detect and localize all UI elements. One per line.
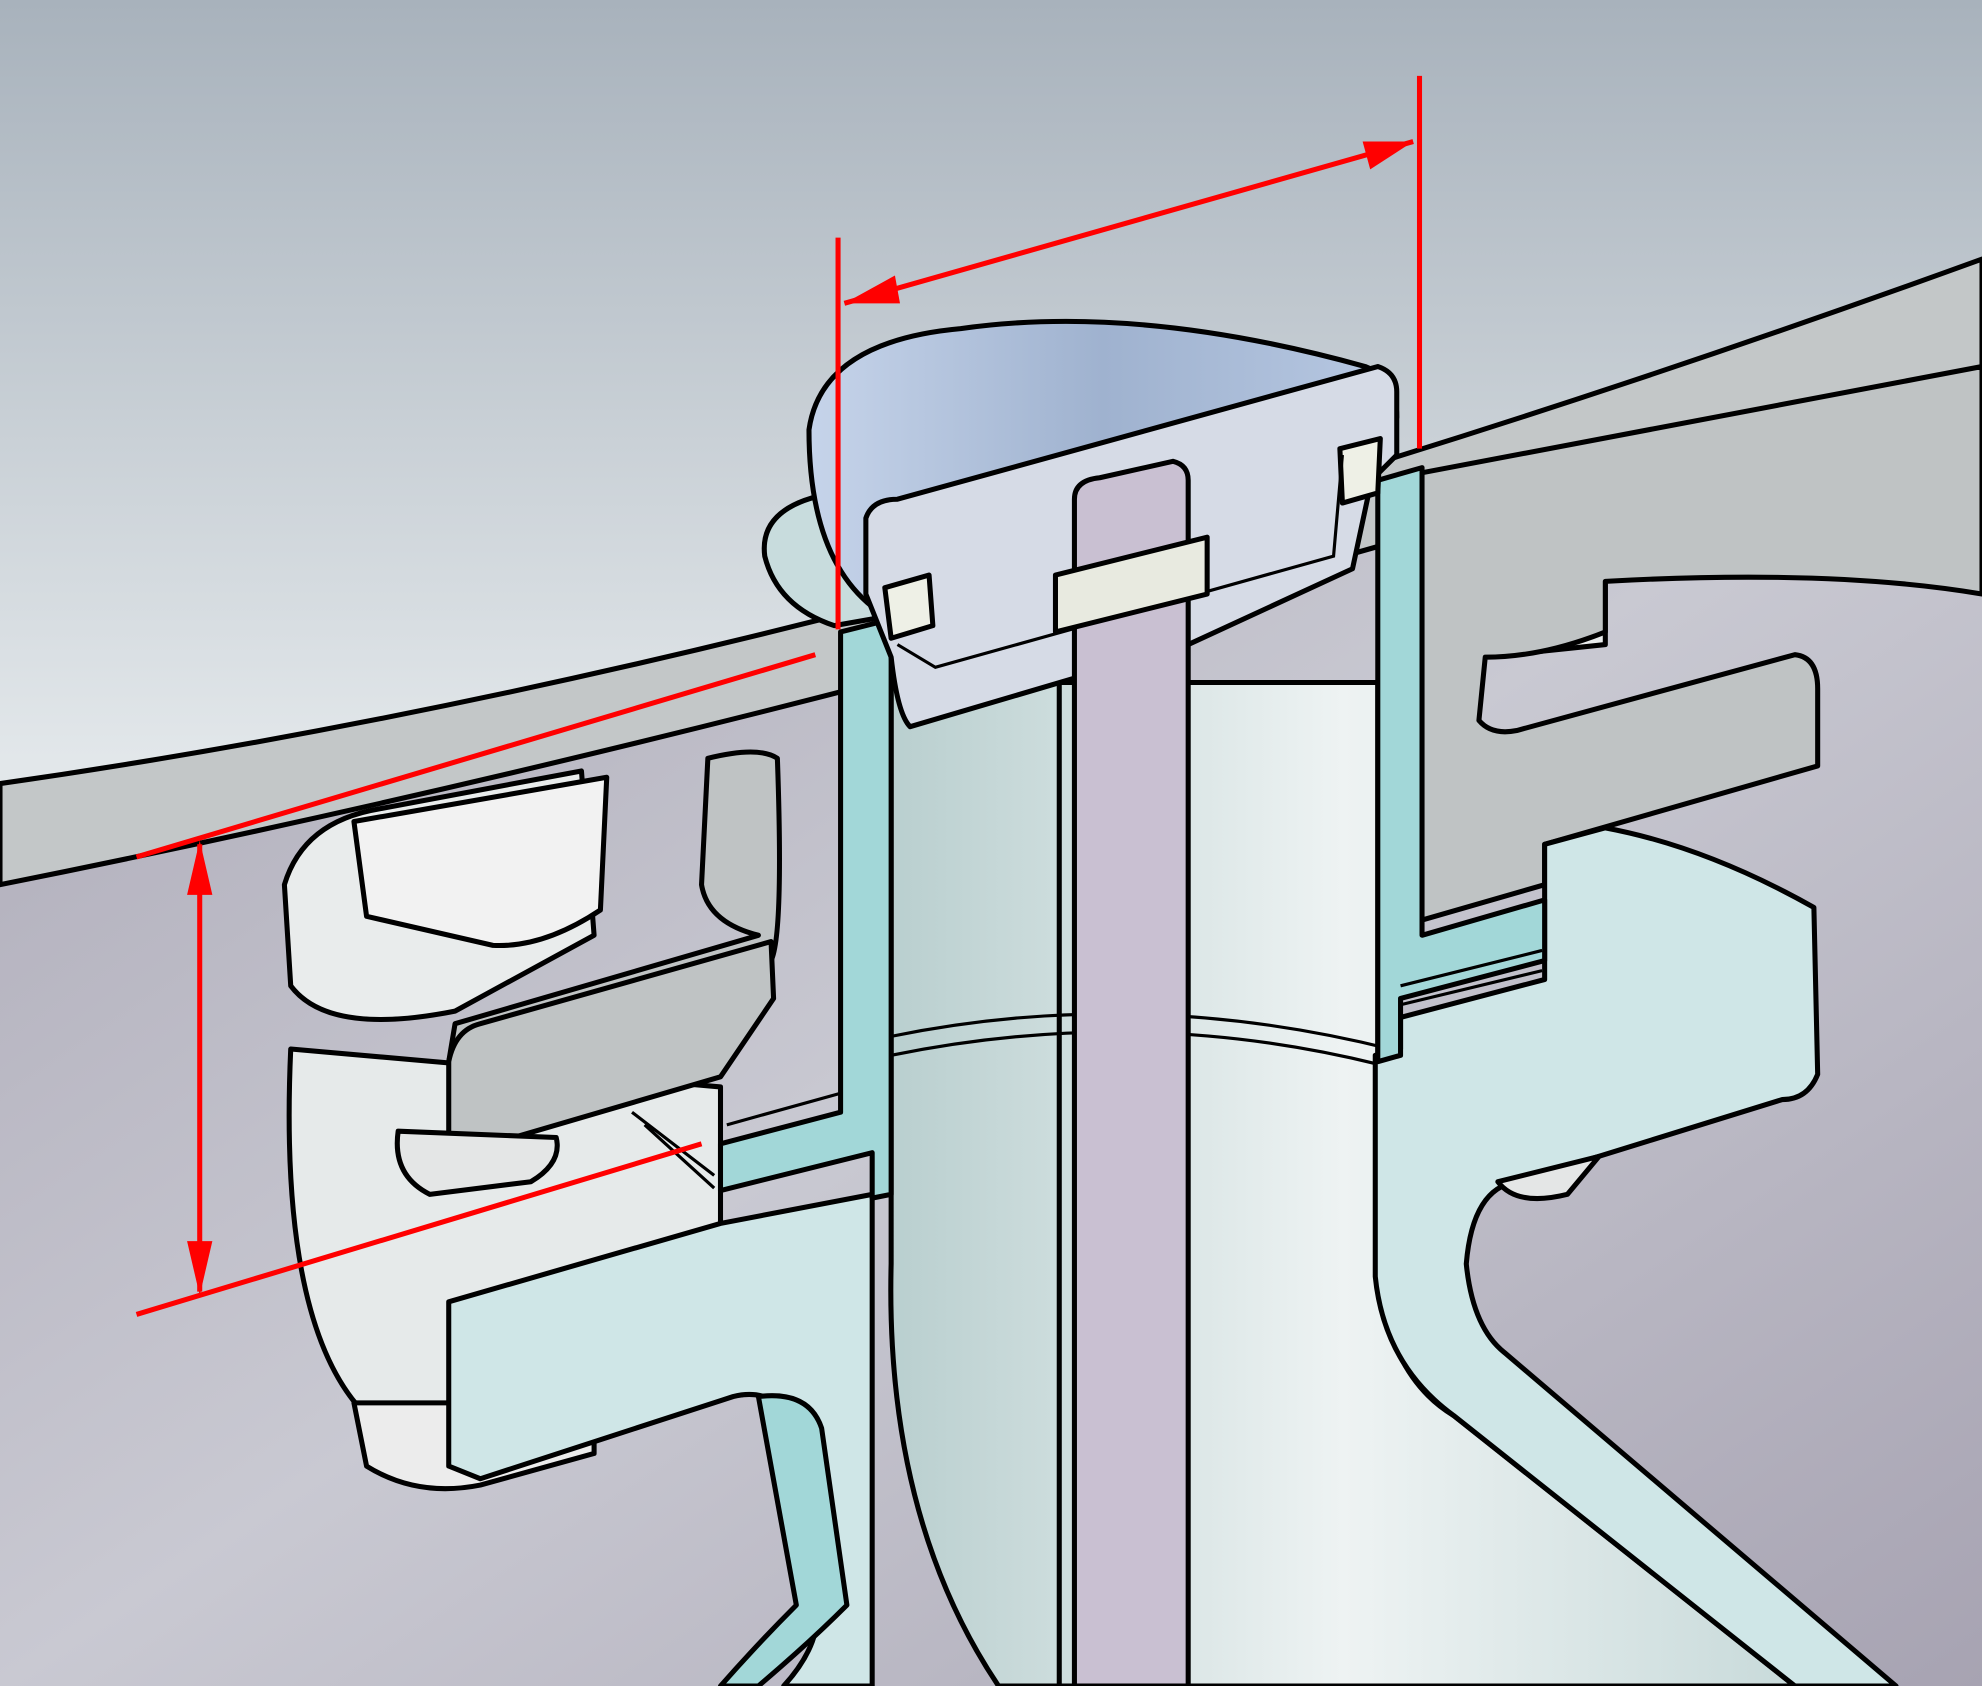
neck-left-section	[717, 1393, 850, 1686]
rod-bushing	[1052, 534, 1210, 635]
dimension-cap-width	[835, 75, 1423, 630]
gasket-left	[631, 1091, 842, 1190]
arrowhead-left	[844, 275, 900, 304]
cap-seal-right	[1337, 436, 1383, 506]
dimension-line-width	[843, 139, 1414, 306]
left-clamp-jaw	[446, 939, 777, 1159]
arrowhead-bottom	[187, 1241, 213, 1296]
plate-edge	[0, 256, 1982, 888]
liner-section-left	[717, 616, 894, 1201]
extension-line-top	[135, 652, 817, 860]
right-clamp-section	[1413, 363, 1982, 923]
central-rod	[1071, 458, 1191, 1686]
right-lower-bolt	[1495, 1153, 1602, 1202]
cap-seal-left	[882, 572, 936, 641]
gasket-right	[1400, 948, 1543, 1007]
extension-line-bottom	[135, 1141, 703, 1317]
arrowhead-top	[187, 840, 213, 895]
left-bolt-shank	[394, 1128, 560, 1197]
left-hex-nut	[351, 774, 610, 949]
arrowhead-right	[1362, 141, 1414, 170]
dimension-flange-height	[135, 652, 817, 1317]
right-lower-flange-section	[1372, 825, 1899, 1686]
liner-section-right	[1375, 465, 1548, 1065]
